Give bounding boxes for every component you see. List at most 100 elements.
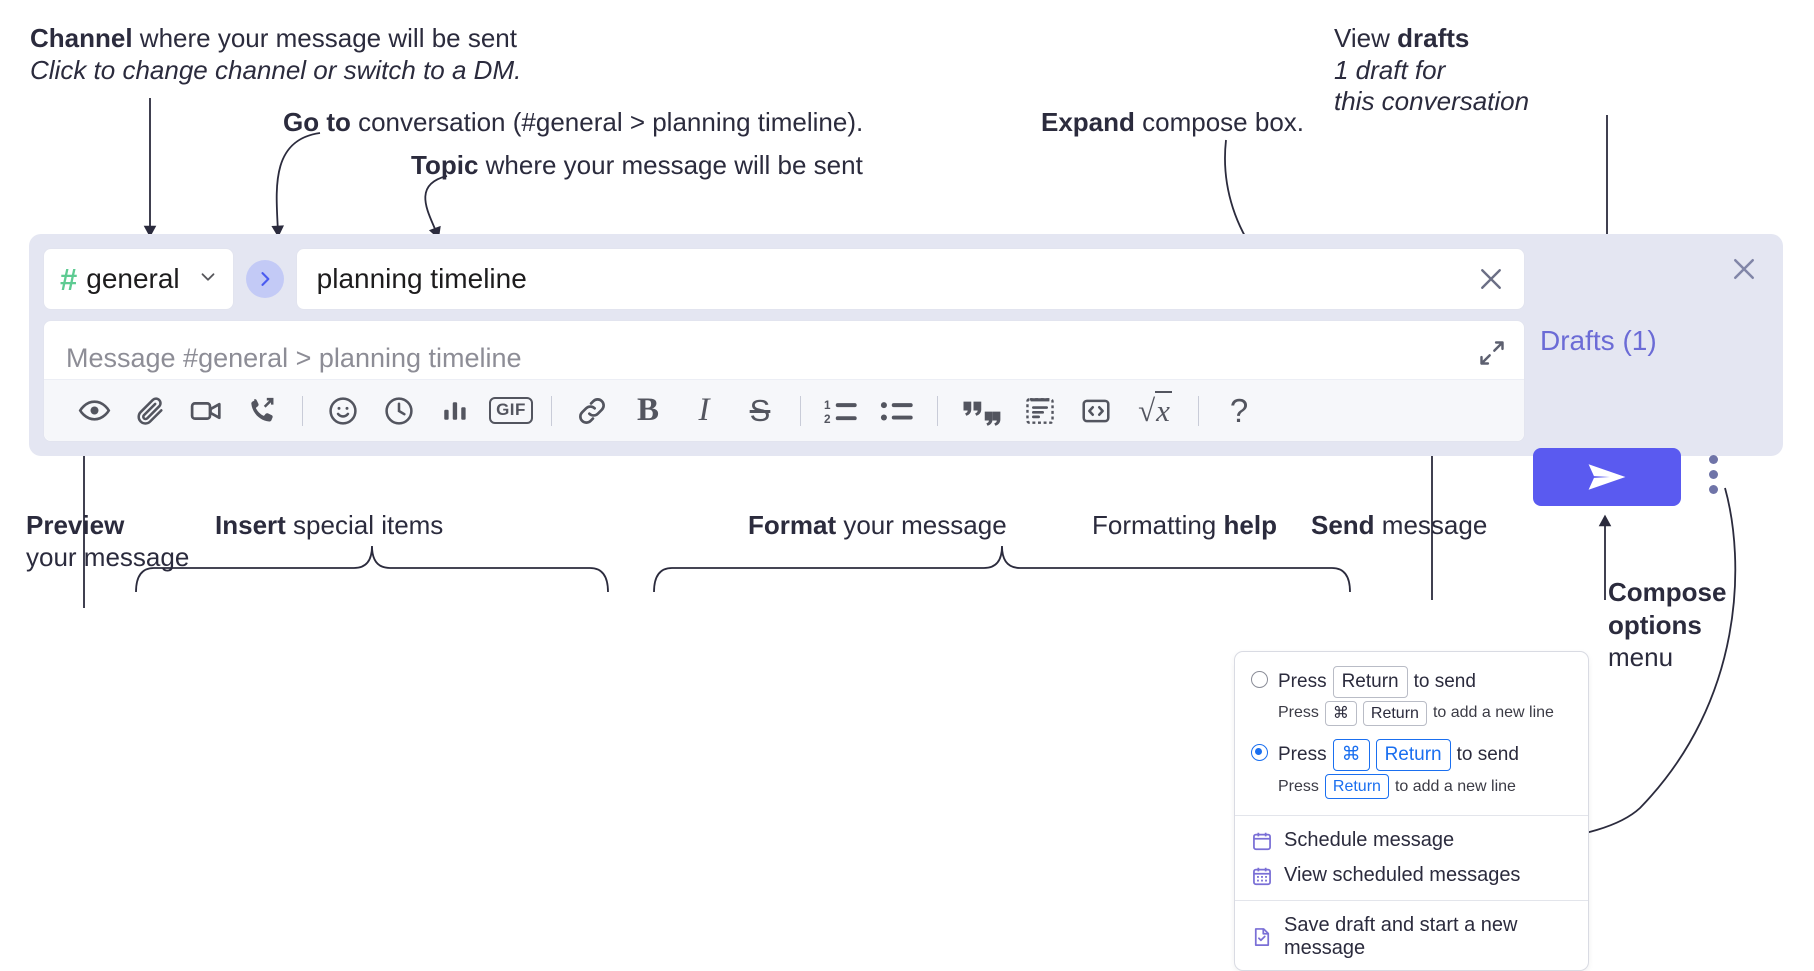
sub-press-label: Press: [1278, 777, 1319, 795]
annotation-channel-bold: Channel: [30, 23, 133, 53]
code-button[interactable]: [1068, 388, 1124, 434]
annotation-send: Send message: [1311, 510, 1487, 542]
annotation-format: Format your message: [748, 510, 1007, 542]
more-options-icon: [1709, 470, 1718, 479]
gif-label: GIF: [489, 397, 533, 424]
menu-item-view-scheduled-messages[interactable]: View scheduled messages: [1235, 858, 1588, 893]
compose-options-button[interactable]: [1709, 455, 1718, 494]
code-icon: [1082, 399, 1110, 422]
annotation-compose-options: Compose options menu: [1608, 576, 1726, 674]
svg-text:1: 1: [824, 399, 831, 412]
strikethrough-button[interactable]: S: [732, 388, 788, 434]
radio-button[interactable]: [1251, 671, 1268, 688]
bold-button[interactable]: B: [620, 388, 676, 434]
annotation-drafts-italic-2: this conversation: [1334, 86, 1530, 117]
video-camera-icon: [190, 401, 221, 420]
menu-option-return-to-send[interactable]: Press Return to send: [1235, 662, 1588, 700]
expand-compose-button[interactable]: [1478, 339, 1506, 372]
topic-field[interactable]: [295, 248, 1525, 310]
channel-selector[interactable]: # general: [43, 248, 234, 310]
annotation-insert: Insert special items: [215, 510, 443, 542]
close-compose-button[interactable]: [1729, 254, 1759, 289]
formatting-help-button[interactable]: ?: [1211, 388, 1267, 434]
annotation-expand-bold: Expand: [1041, 107, 1135, 137]
ordered-list-icon: 1 2: [824, 399, 857, 425]
topic-input[interactable]: [316, 263, 1466, 295]
toolbar-separator: [937, 395, 938, 426]
blockquote-button[interactable]: [950, 388, 1012, 434]
drafts-link[interactable]: Drafts (1): [1540, 325, 1657, 356]
radio-button-selected[interactable]: [1251, 744, 1268, 762]
bulleted-list-button[interactable]: [869, 388, 925, 434]
more-options-icon: [1709, 455, 1718, 464]
gif-button[interactable]: GIF: [483, 388, 539, 434]
compose-header-row: # general: [43, 248, 1525, 310]
annotation-drafts-bold: drafts: [1397, 23, 1470, 53]
clear-topic-button[interactable]: [1466, 264, 1506, 294]
bulleted-list-icon: [880, 401, 913, 421]
key-command: ⌘: [1324, 700, 1357, 727]
smiley-icon: [329, 396, 357, 425]
toolbar-separator: [800, 395, 801, 426]
annotation-channel-rest: where your message will be sent: [132, 23, 517, 53]
annotated-screenshot: Channel where your message will be sent …: [26, 23, 1783, 971]
annotation-compose-options-rest: menu: [1608, 642, 1674, 672]
menu-item-save-draft[interactable]: Save draft and start a new message: [1235, 908, 1588, 966]
menu-divider: [1235, 815, 1588, 817]
annotation-topic-rest: where your message will be sent: [478, 150, 863, 180]
emoji-button[interactable]: [315, 388, 371, 434]
chevron-down-icon: [197, 266, 219, 293]
message-placeholder: Message #general > planning timeline: [66, 343, 522, 373]
key-command: ⌘: [1332, 739, 1370, 771]
send-button[interactable]: [1533, 448, 1681, 506]
annotation-expand: Expand compose box.: [1041, 107, 1304, 139]
option-label: Press ⌘ Return to send: [1278, 739, 1519, 771]
menu-divider: [1235, 900, 1588, 902]
link-icon: [579, 397, 605, 424]
code-block-button[interactable]: [1012, 388, 1068, 434]
go-to-conversation-button[interactable]: [245, 260, 284, 298]
attach-button[interactable]: [122, 388, 178, 434]
menu-option-sub-1: Press ⌘ Return to add a new line: [1235, 700, 1588, 736]
annotation-format-rest: your message: [836, 510, 1007, 540]
menu-option-sub-2: Press Return to add a new line: [1235, 773, 1588, 809]
menu-item-schedule-message[interactable]: Schedule message: [1235, 823, 1588, 858]
video-button[interactable]: [178, 388, 234, 434]
ordered-list-button[interactable]: 1 2: [813, 388, 869, 434]
key-return: Return: [1362, 700, 1427, 727]
annotation-goto-bold: Go to: [283, 107, 351, 137]
link-button[interactable]: [564, 388, 620, 434]
calendar-grid-icon: [1253, 867, 1271, 886]
menu-option-cmd-return-to-send[interactable]: Press ⌘ Return to send: [1235, 735, 1588, 773]
key-return: Return: [1375, 739, 1451, 771]
annotation-format-bold: Format: [748, 510, 837, 540]
code-block-icon: [1026, 397, 1054, 424]
send-icon: [1588, 464, 1626, 490]
chevron-right-icon: [261, 272, 270, 286]
sub-press-label: Press: [1278, 704, 1319, 722]
option-tosend-label: to send: [1456, 744, 1519, 766]
hash-icon: #: [60, 261, 78, 297]
compose-options-menu: Press Return to send Press ⌘ Return to a…: [1234, 651, 1589, 971]
annotation-help-lead: Formatting: [1092, 510, 1224, 540]
italic-icon: I: [698, 392, 710, 428]
italic-button[interactable]: I: [676, 388, 732, 434]
toolbar-separator: [551, 395, 552, 426]
message-input[interactable]: Message #general > planning timeline: [44, 321, 1524, 379]
close-icon: [1734, 259, 1754, 279]
bold-icon: B: [636, 392, 659, 428]
poll-button[interactable]: [427, 388, 483, 434]
preview-button[interactable]: [66, 388, 122, 434]
annotation-expand-rest: compose box.: [1134, 107, 1305, 137]
schedule-button[interactable]: [371, 388, 427, 434]
square-root-icon: √x: [1138, 390, 1172, 428]
audio-button[interactable]: [234, 388, 290, 434]
annotation-insert-rest: special items: [285, 510, 444, 540]
eye-icon: [78, 400, 110, 421]
phone-forward-icon: [251, 397, 274, 422]
menu-item-label: View scheduled messages: [1284, 864, 1521, 887]
math-button[interactable]: √x: [1124, 388, 1186, 434]
annotation-preview: Preview your message: [26, 510, 189, 573]
annotation-preview-bold: Preview: [26, 510, 125, 540]
annotation-send-rest: message: [1374, 510, 1488, 540]
